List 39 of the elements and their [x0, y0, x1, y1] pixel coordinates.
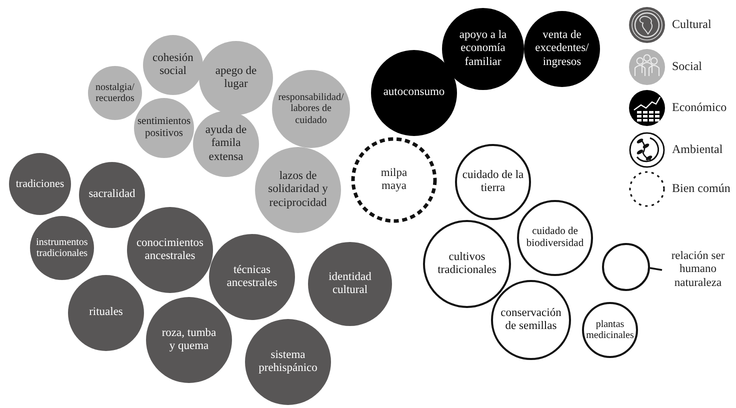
legend-label: Cultural: [672, 17, 712, 32]
annotation-text: relación ser humano naturaleza: [670, 250, 726, 290]
circle-label: cuidado de biodiversidad: [525, 226, 585, 250]
circle-label: cuidado de la tierra: [462, 168, 524, 196]
circle-label: apego de lugar: [214, 64, 258, 92]
circle-label: lazos de solidaridad y reciprocidad: [267, 170, 329, 210]
common-good-circle: [351, 137, 437, 223]
circle-label: técnicas ancestrales: [226, 264, 278, 290]
circle-label: autoconsumo: [382, 86, 446, 100]
cultural-circle: [30, 216, 94, 280]
circle-label: cohesión social: [152, 52, 194, 78]
legend-label: Bien común: [672, 181, 730, 196]
environmental-circle: [602, 243, 650, 291]
circle-label: apoyo a la economía familiar: [458, 29, 508, 69]
legend-label: Ambiental: [672, 142, 723, 157]
circle-label: venta de excedentes/ ingresos: [534, 29, 590, 69]
circle-label: responsabilidad/ labores de cuidado: [277, 92, 345, 126]
circle-label: tradiciones: [14, 178, 66, 190]
circle-label: roza, tumba y quema: [160, 326, 218, 354]
connector-line: [650, 267, 662, 271]
social-circle: [255, 147, 341, 233]
legend-label: Social: [672, 59, 702, 74]
circle-label: milpa maya: [380, 166, 408, 194]
circle-label: identidad cultural: [328, 270, 372, 298]
legend-label: Económico: [672, 100, 727, 115]
circle-label: ayuda de famila extensa: [204, 124, 248, 164]
circle-label: plantas medicinales: [585, 318, 635, 342]
circle-label: cultivos tradicionales: [436, 250, 498, 278]
social-circle: [134, 98, 194, 158]
circle-label: instrumentos tradicionales: [35, 236, 89, 260]
circle-label: sacralidad: [88, 188, 136, 202]
cultural-circle: [79, 162, 145, 228]
circle-label: nostalgia/ recuerdos: [94, 82, 136, 104]
circle-label: sistema prehispánico: [258, 348, 318, 376]
circle-label: conocimientos ancestrales: [135, 236, 205, 264]
circle-label: rituales: [88, 306, 124, 320]
circle-label: conservación de semillas: [500, 306, 562, 334]
circle-label: sentimientos positivos: [136, 116, 192, 140]
cultural-circle: [209, 234, 295, 320]
